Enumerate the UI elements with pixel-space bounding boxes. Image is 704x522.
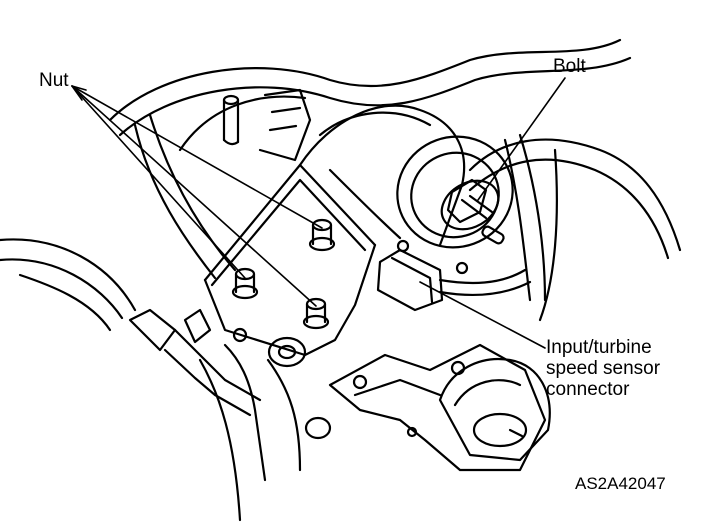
sensor-leader-line [419,281,546,349]
nut-3-icon [302,297,330,330]
nut-1-icon [308,218,336,252]
sensor-connector-label-line-1: Input/turbine [546,337,652,358]
bolt-leader-line [477,77,566,201]
dowel-pin [222,94,240,146]
round-cover [396,135,514,249]
nut-label: Nut [39,70,69,91]
housing [203,104,466,357]
nut-leader-lines [71,85,323,307]
lower-left-hardware [128,308,332,522]
left-cables [0,113,237,332]
figure-code: AS2A42047 [575,474,666,493]
bolt-label: Bolt [553,56,586,77]
mount-block [438,357,551,462]
lower-bracket [328,343,547,472]
sensor-connector [376,239,532,312]
sensor-connector-label-line-2: speed sensor [546,358,661,379]
sensor-connector-label-line-3: connector [546,379,630,400]
upper-hoses [108,38,682,322]
sensor-connector-label: Input/turbine speed sensor connector [546,337,660,400]
nut-2-icon [231,267,259,300]
upper-bracket [258,88,312,162]
bolt-icon [446,178,505,245]
